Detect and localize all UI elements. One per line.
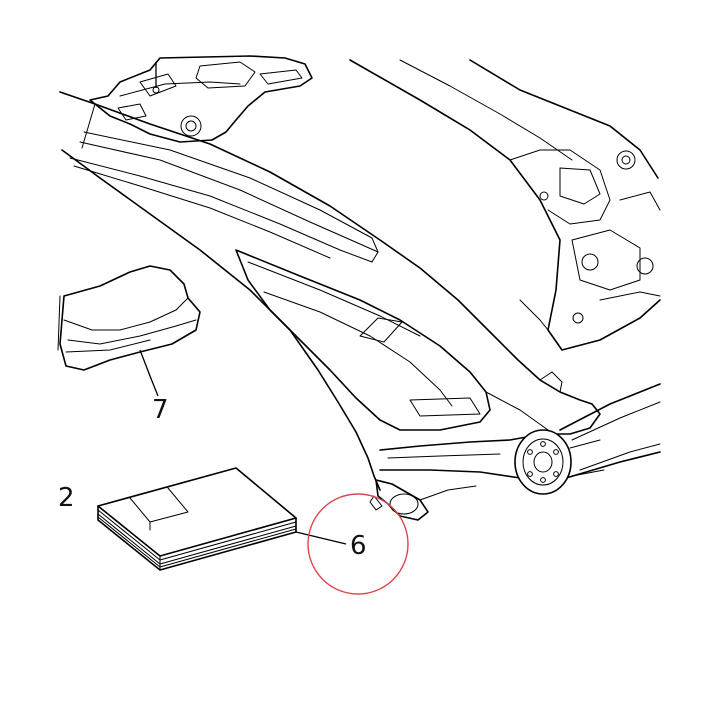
body-panel: [349, 59, 661, 351]
frame-arm: [59, 91, 601, 491]
part-7-pad: [57, 265, 201, 371]
callout-7: 7: [152, 395, 169, 425]
leader-6: [295, 531, 347, 545]
part-2-book: [97, 467, 297, 571]
clip-part: [369, 479, 477, 521]
highlight-circle: [307, 493, 409, 595]
upper-bracket: [89, 55, 313, 143]
callout-2: 2: [58, 483, 75, 513]
callout-6: 6: [350, 531, 367, 561]
pivot-bushing: [514, 383, 661, 495]
leader-7: [139, 349, 159, 397]
